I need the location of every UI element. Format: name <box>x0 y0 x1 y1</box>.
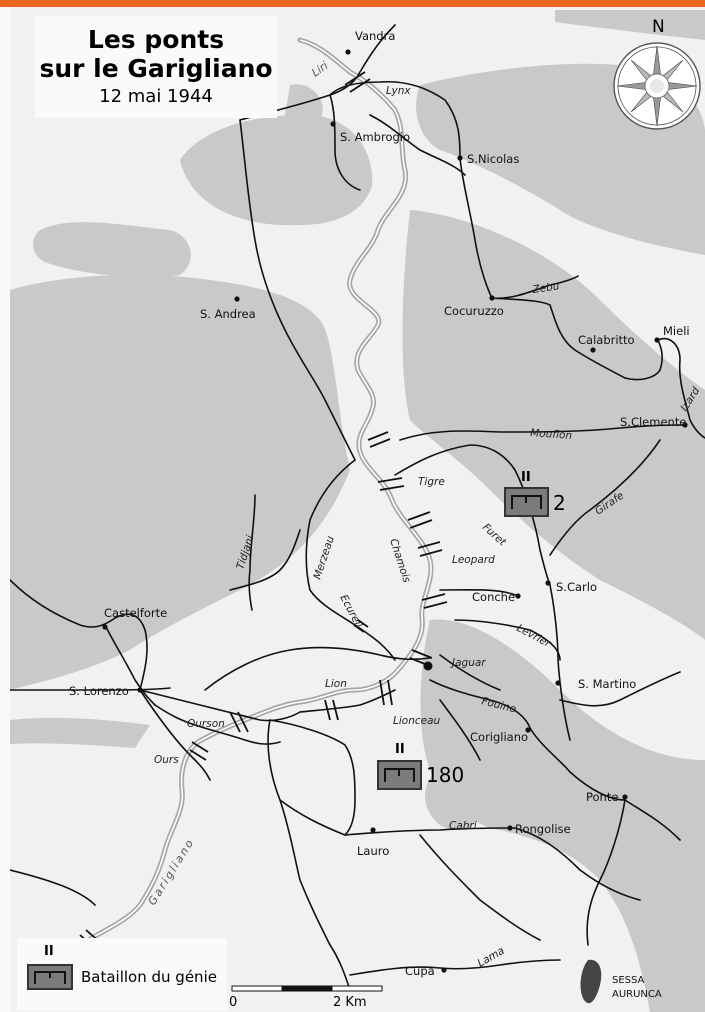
scale-bar <box>231 985 383 992</box>
village-dot <box>370 827 376 833</box>
village-dot <box>525 727 531 733</box>
village-dot <box>234 296 240 302</box>
engineer-symbol-icon <box>34 971 66 984</box>
village-dot <box>622 794 628 800</box>
river-centerline <box>69 39 432 966</box>
scale-start: 0 <box>229 995 238 1010</box>
map-title-line1: Les ponts <box>87 25 225 54</box>
junction-dot <box>423 661 433 671</box>
village-dot <box>345 49 351 55</box>
village-dot <box>457 155 463 161</box>
map-title-box: Les ponts sur le Garigliano 12 mai 1944 <box>35 16 277 118</box>
village-dot <box>590 347 596 353</box>
legend: II Bataillon du génie <box>17 938 227 1010</box>
village-dot <box>654 337 660 343</box>
compass-north-label: N <box>652 17 665 37</box>
unit-180-symbol <box>377 760 422 790</box>
compass-rose-icon <box>613 42 701 130</box>
village-dot <box>102 624 108 630</box>
page-edge <box>0 7 10 1012</box>
village-dot <box>489 295 495 301</box>
village-dot <box>555 680 561 686</box>
engineer-symbol-icon <box>384 768 415 782</box>
engineer-symbol-icon <box>511 495 542 509</box>
village-dot <box>507 825 513 831</box>
sessa-lake <box>580 959 602 1004</box>
unit-180-echelon: II <box>395 742 405 757</box>
legend-engineer-symbol <box>27 964 73 990</box>
map-date: 12 mai 1944 <box>99 86 213 107</box>
top-bar <box>0 0 705 7</box>
village-dots <box>102 49 688 973</box>
map-canvas[interactable] <box>10 7 705 1012</box>
high-ground-area <box>10 10 705 1012</box>
map-title-line2: sur le Garigliano <box>39 54 273 83</box>
village-dot <box>682 422 688 428</box>
unit-180-number: 180 <box>426 763 465 787</box>
village-dot <box>330 121 336 127</box>
village-dot <box>545 580 551 586</box>
unit-2-symbol <box>504 487 549 517</box>
road-network <box>10 24 705 991</box>
village-dot <box>137 687 143 693</box>
legend-label: Bataillon du génie <box>81 968 217 986</box>
village-dot <box>441 967 447 973</box>
legend-echelon: II <box>44 944 54 959</box>
village-dot <box>515 593 521 599</box>
unit-2-echelon: II <box>521 470 531 485</box>
unit-2-number: 2 <box>553 491 566 515</box>
scale-end: 2 Km <box>333 995 367 1010</box>
